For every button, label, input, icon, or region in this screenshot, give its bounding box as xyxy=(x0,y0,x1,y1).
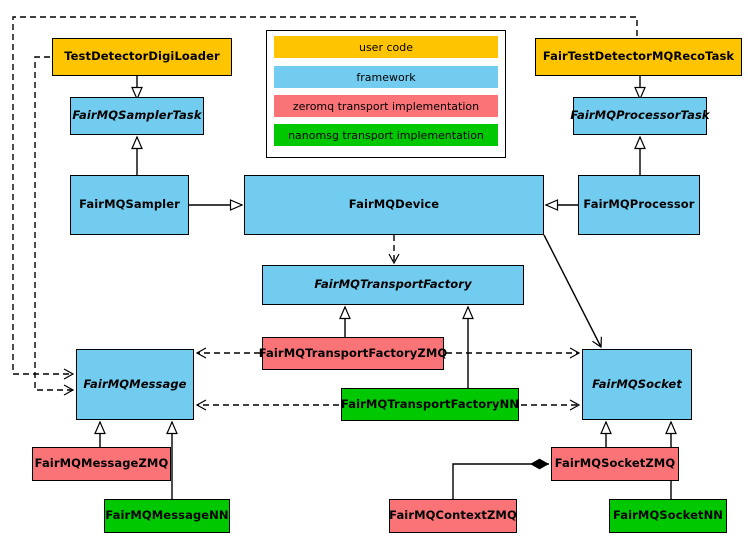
class-node-fairmqtransportfactoryzmq[interactable]: FairMQTransportFactoryZMQ xyxy=(259,337,447,370)
edge-digiloader-message xyxy=(34,56,75,396)
class-node-fairmqtransportfactory[interactable]: FairMQTransportFactory xyxy=(262,265,524,305)
class-label: FairMQSamplerTask xyxy=(72,108,202,123)
legend-item-framework: framework xyxy=(274,66,498,88)
class-label: FairMQSocket xyxy=(592,376,682,391)
class-label: FairMQMessageZMQ xyxy=(34,456,169,471)
class-node-fairmqsocketzmq[interactable]: FairMQSocketZMQ xyxy=(551,447,679,481)
class-node-fairtestdetectormqrecotask[interactable]: FairTestDetectorMQRecoTask xyxy=(535,38,742,76)
class-label: FairMQSocketZMQ xyxy=(554,456,676,471)
class-label: FairMQMessage xyxy=(83,376,187,391)
class-node-fairmqprocessor[interactable]: FairMQProcessor xyxy=(578,175,700,235)
legend-label-framework: framework xyxy=(356,70,416,84)
class-node-fairmqmessage[interactable]: FairMQMessage xyxy=(76,349,194,420)
class-label: FairMQTransportFactory xyxy=(314,277,472,292)
class-label: FairMQDevice xyxy=(348,197,440,212)
edge-device-socket xyxy=(543,234,602,349)
class-label: FairMQProcessor xyxy=(583,197,695,212)
class-label: FairMQMessageNN xyxy=(105,508,229,523)
class-label: FairMQContextZMQ xyxy=(389,508,517,523)
legend-label-nanomsg: nanomsg transport implementation xyxy=(288,128,484,142)
class-label: FairMQSocketNN xyxy=(612,508,724,523)
class-node-fairmqcontextzmq[interactable]: FairMQContextZMQ xyxy=(389,499,517,533)
class-node-fairmqsocket[interactable]: FairMQSocket xyxy=(582,349,692,420)
class-node-fairmqsampler[interactable]: FairMQSampler xyxy=(70,175,189,235)
class-label: TestDetectorDigiLoader xyxy=(64,49,220,64)
class-node-fairmqmessagezmq[interactable]: FairMQMessageZMQ xyxy=(32,447,171,481)
class-node-testdetectordigiloader[interactable]: TestDetectorDigiLoader xyxy=(52,38,232,76)
class-node-fairmqtransportfactorynn[interactable]: FairMQTransportFactoryNN xyxy=(341,388,519,421)
legend-item-zeromq: zeromq transport implementation xyxy=(274,95,498,117)
legend-item-nanomsg: nanomsg transport implementation xyxy=(274,124,498,146)
legend-label-zeromq: zeromq transport implementation xyxy=(292,99,480,113)
class-node-fairmqmessagenn[interactable]: FairMQMessageNN xyxy=(104,499,230,533)
legend-label-user-code: user code xyxy=(358,40,414,54)
class-label: FairTestDetectorMQRecoTask xyxy=(542,49,735,64)
class-label: FairMQTransportFactoryZMQ xyxy=(258,345,448,360)
class-node-fairmqdevice[interactable]: FairMQDevice xyxy=(244,175,544,235)
legend-item-user-code: user code xyxy=(274,36,498,58)
class-label: FairMQProcessorTask xyxy=(570,108,710,123)
class-node-fairmqsamplertask[interactable]: FairMQSamplerTask xyxy=(70,97,204,135)
class-node-fairmqsocketnn[interactable]: FairMQSocketNN xyxy=(609,499,727,533)
class-label: FairMQTransportFactoryNN xyxy=(340,396,520,411)
class-label: FairMQSampler xyxy=(79,197,180,212)
class-node-fairmqprocessortask[interactable]: FairMQProcessorTask xyxy=(570,97,710,135)
